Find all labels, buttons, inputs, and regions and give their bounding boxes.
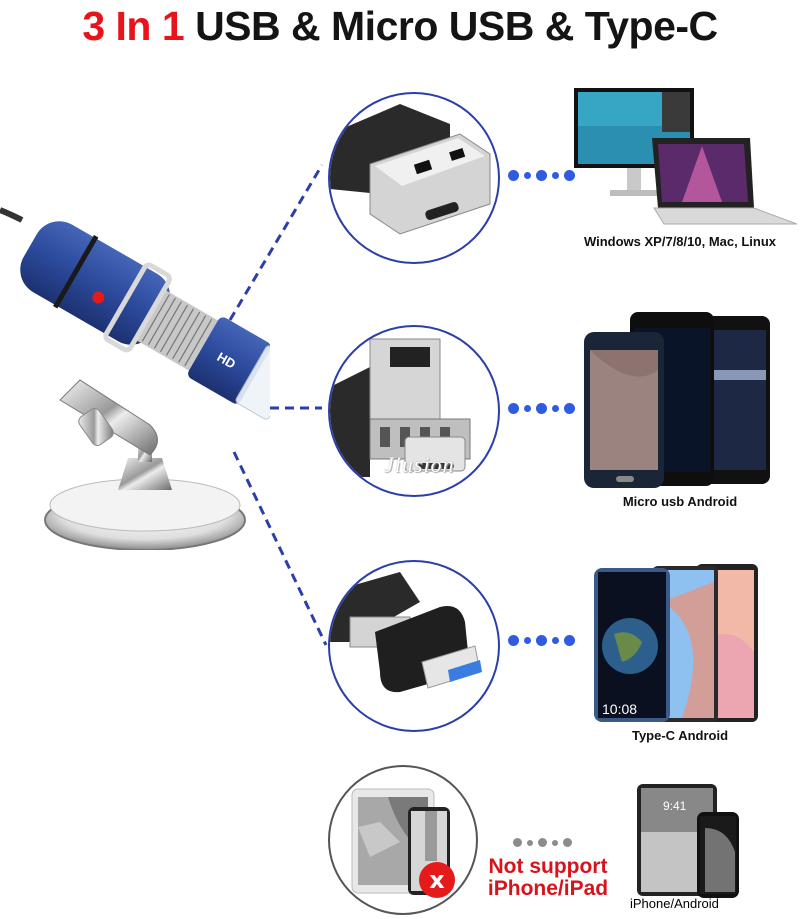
usb-a-connector-circle: [328, 92, 500, 264]
connection-dots-2: [508, 403, 575, 414]
caption-desktop-os: Windows XP/7/8/10, Mac, Linux: [583, 234, 777, 249]
android-phones-icon: 8: [584, 312, 770, 488]
type-c-plug-icon: [330, 572, 482, 693]
x-icon: x: [419, 862, 455, 898]
type-c-phones-icon: 10:08: [594, 564, 758, 722]
usb-a-plug-icon: [330, 104, 491, 235]
warning-line-2: iPhone/iPad: [487, 877, 609, 900]
page-title: 3 In 1 USB & Micro USB & Type-C: [0, 2, 800, 50]
phone-clock: 10:08: [602, 701, 637, 717]
connection-dots-gray: [513, 838, 572, 847]
caption-iphone-android: iPhone/Android: [630, 896, 719, 911]
caption-type-c: Type-C Android: [631, 728, 729, 743]
micro-usb-connector-circle: [328, 325, 500, 497]
not-support-warning: Not support iPhone/iPad: [478, 856, 618, 900]
monitor-laptop-icon: [574, 88, 797, 225]
unsupported-devices-circle: [328, 765, 478, 915]
caption-micro-usb: Micro usb Android: [622, 494, 738, 509]
tablet-phone-icon: 9:41: [637, 784, 739, 898]
title-rest: USB & Micro USB & Type-C: [195, 3, 718, 49]
ipad-iphone-icon: [351, 788, 450, 895]
connection-dots-1: [508, 170, 575, 181]
watermark-text: Jiusion: [384, 452, 455, 477]
micro-usb-plug-icon: [330, 338, 471, 477]
tablet-clock: 9:41: [663, 799, 687, 813]
title-accent: 3 In 1: [82, 3, 185, 49]
microscope-image: HD: [0, 207, 270, 550]
connection-dots-3: [508, 635, 575, 646]
type-c-connector-circle: [328, 560, 500, 732]
warning-line-1: Not support: [488, 855, 608, 878]
